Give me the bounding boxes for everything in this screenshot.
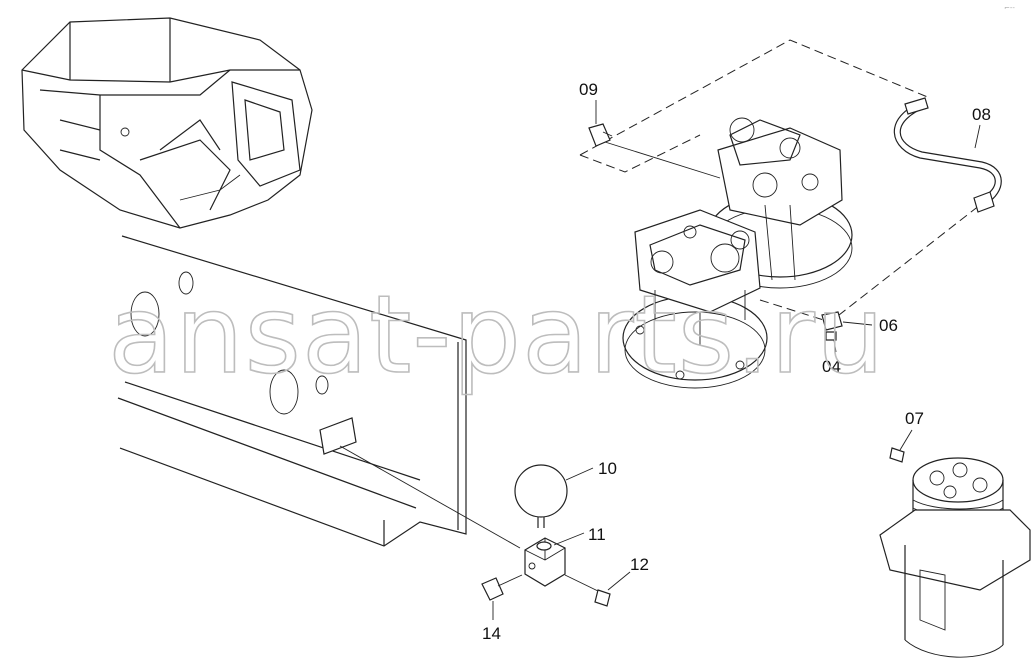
leader-lines (492, 100, 981, 620)
fitting-07 (889, 447, 905, 463)
assembly-line-top (579, 39, 931, 156)
accumulator-10 (514, 464, 568, 528)
callout-09: 09 (579, 80, 598, 99)
excavator-illustration (21, 17, 313, 229)
elbow-06 (821, 311, 843, 331)
fitting-14 (481, 574, 523, 601)
frame-plate (117, 235, 521, 549)
callout-14: 14 (482, 624, 501, 643)
callout-11: 11 (588, 525, 606, 544)
corner-mark: ⌐-- (1004, 4, 1015, 12)
callout-07: 07 (905, 409, 924, 428)
callout-12: 12 (630, 555, 649, 574)
callout-10: 10 (598, 459, 617, 478)
hose-08 (893, 97, 1002, 213)
watermark: ansat-parts.ru (108, 273, 885, 398)
fitting-09 (588, 123, 613, 147)
callout-08: 08 (972, 105, 991, 124)
fitting-04 (825, 331, 837, 341)
bolt-12 (564, 574, 611, 607)
callout-04: 04 (822, 357, 841, 376)
center-joint (879, 457, 1031, 658)
leader-09 (604, 141, 721, 179)
valve-block-11 (524, 537, 566, 587)
swing-motor-front (622, 209, 768, 389)
assembly-line-09 (579, 134, 701, 173)
callout-06: 06 (879, 316, 898, 335)
